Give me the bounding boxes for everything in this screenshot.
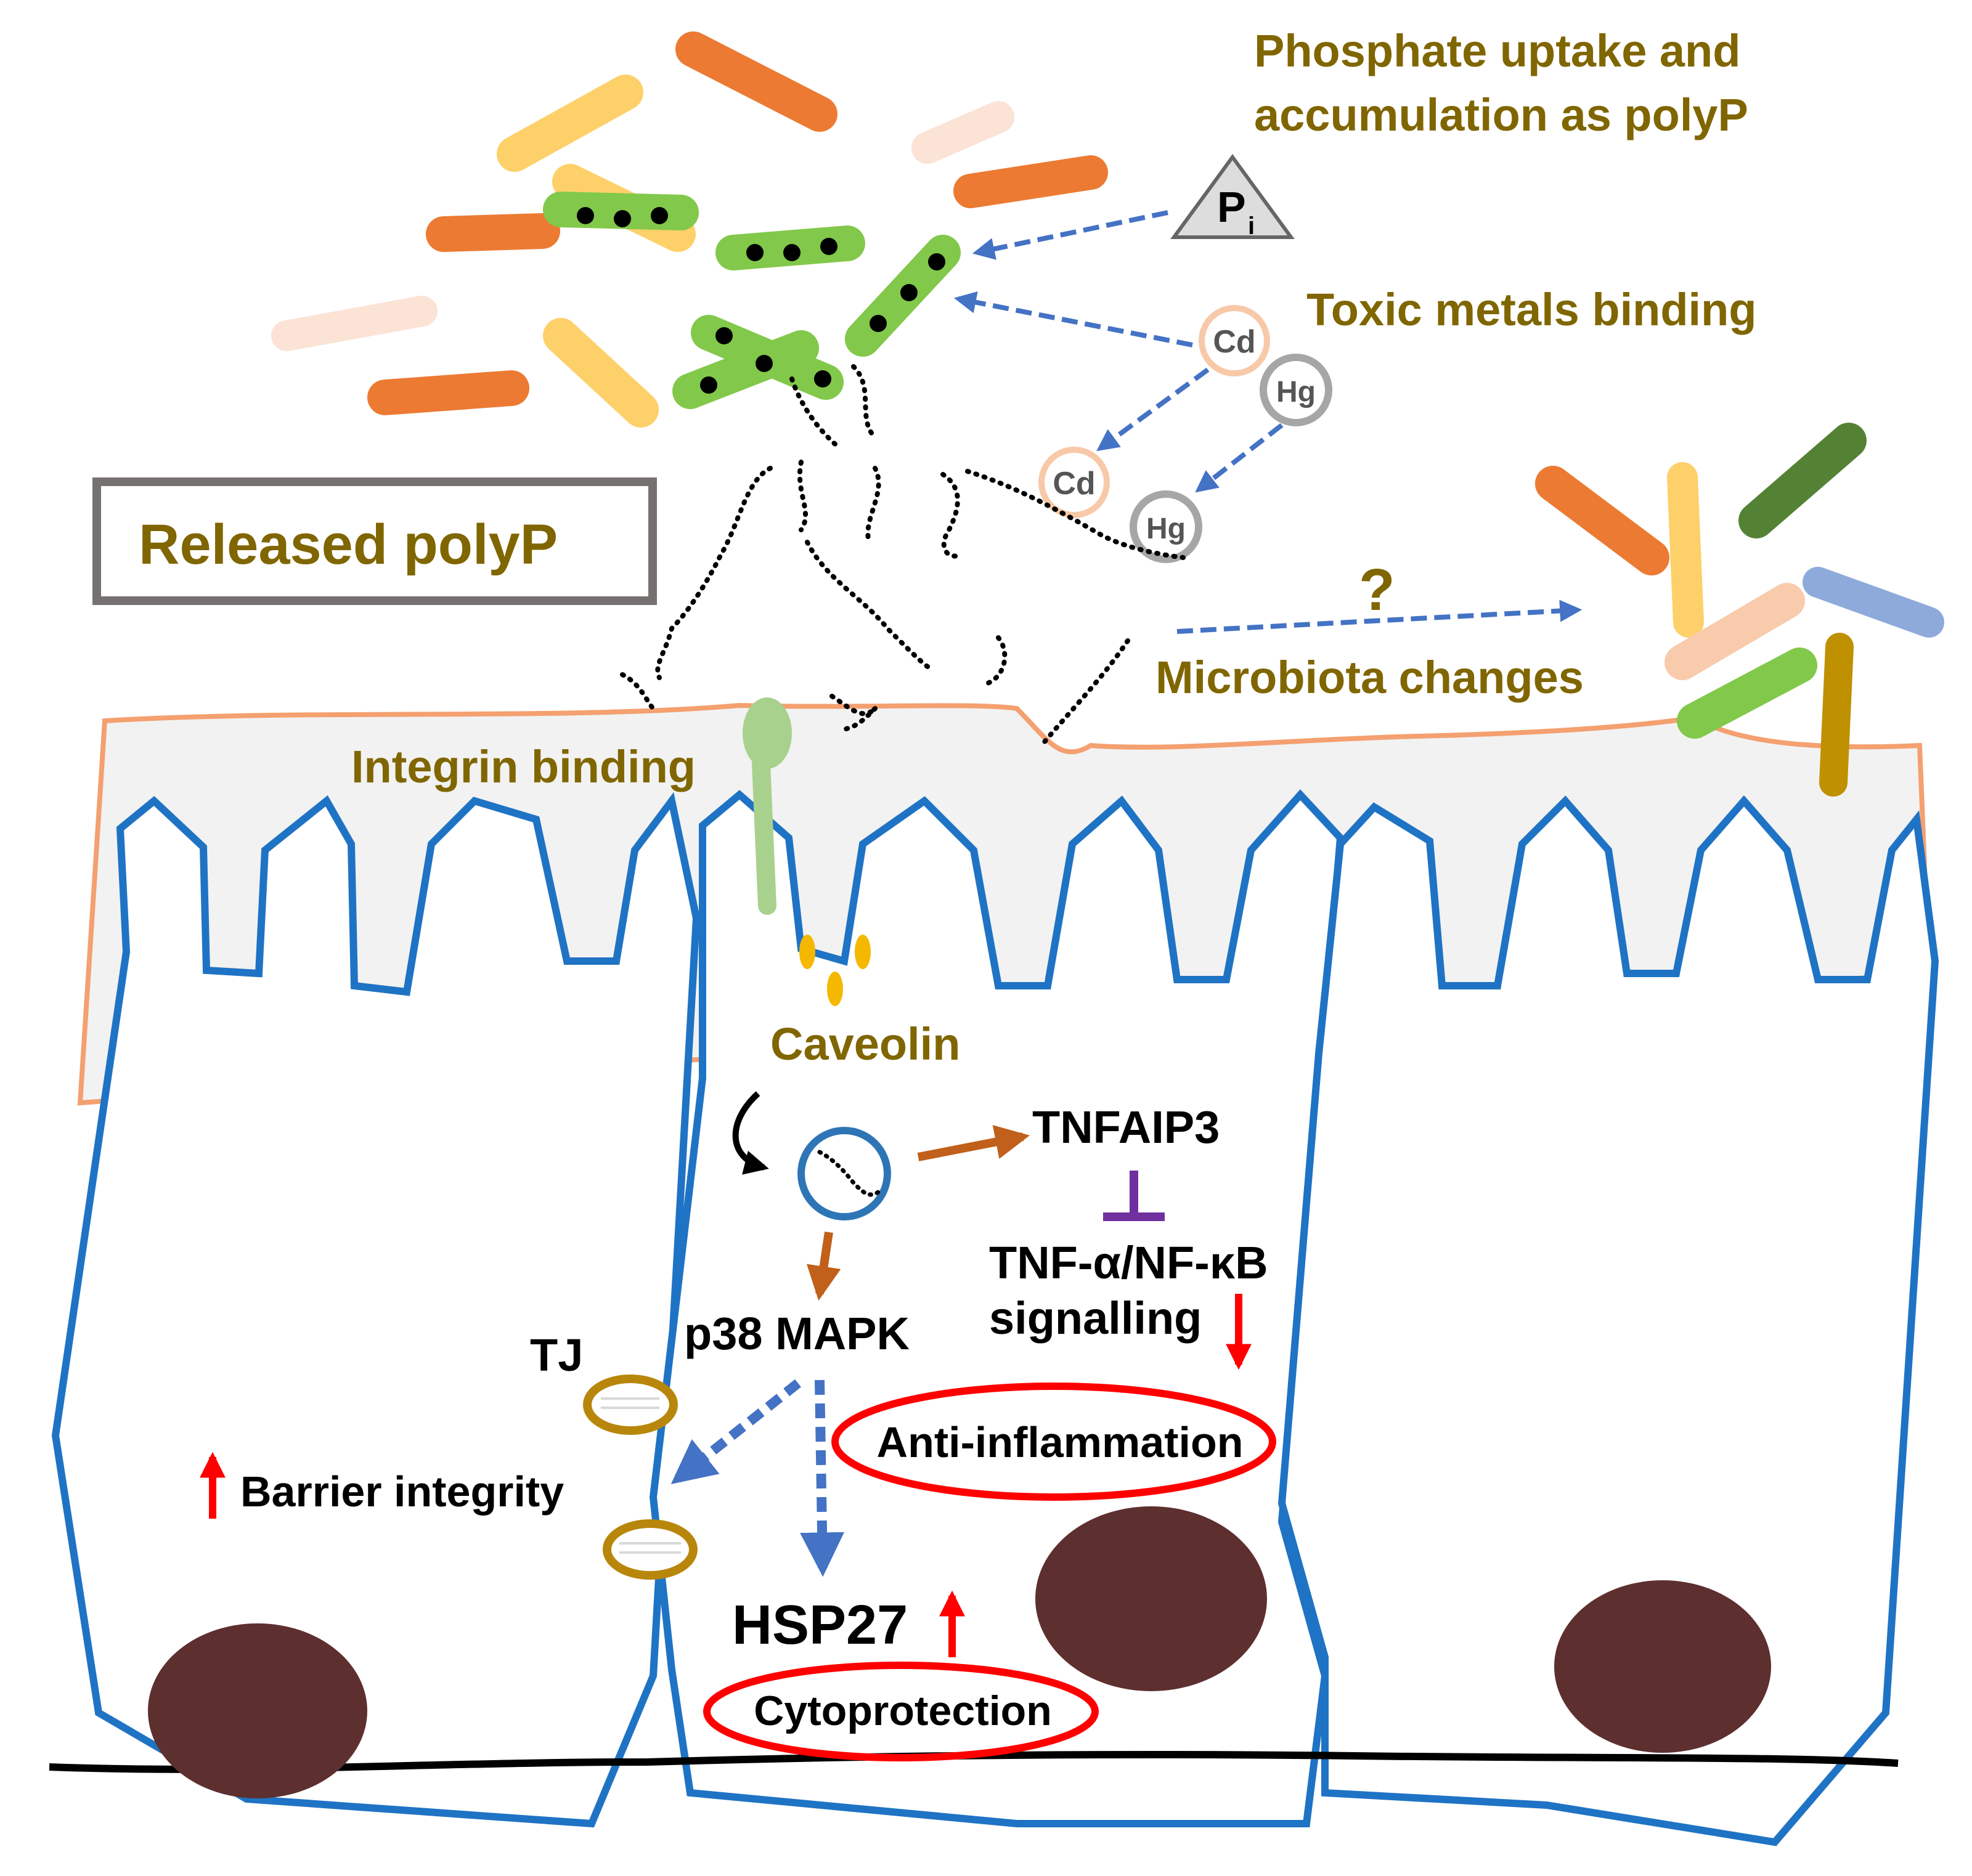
- microbiota-arrow: [1176, 599, 1583, 634]
- caveolin-label: Caveolin: [770, 1018, 960, 1070]
- tnfaip3-label: TNFAIP3: [1032, 1102, 1220, 1153]
- integrin-binding-label: Integrin binding: [351, 741, 696, 792]
- anti-inflammation-label: Anti-inflammation: [877, 1418, 1244, 1466]
- anti-inflammation-oval: [831, 1383, 1276, 1501]
- barrier-integrity-label: Barrier integrity: [240, 1468, 564, 1516]
- arrow-to-tight-junction: [670, 1379, 801, 1484]
- inhibition-symbol: [1103, 1171, 1165, 1221]
- nucleus-middle: [1035, 1506, 1267, 1691]
- polyp-accumulating-bacteria: [543, 192, 961, 409]
- gut-bacteria: [271, 31, 1108, 428]
- arrow-to-p38: [806, 1231, 841, 1301]
- polyp-chains: [620, 364, 1186, 748]
- pi-subscript: i: [1248, 213, 1255, 240]
- svg-text:Hg: Hg: [1146, 513, 1186, 545]
- cadmium-ion-bound: Cd: [1038, 447, 1110, 518]
- epithelial-cell-left: [51, 792, 701, 1828]
- p38-mapk-label: p38 MAPK: [684, 1308, 910, 1359]
- tnf-signalling-label-line1: TNF-α/NF-κB: [989, 1237, 1268, 1288]
- arrow-to-hsp27: [800, 1379, 845, 1577]
- caveolin-proteins: [799, 935, 871, 1006]
- tj-label: TJ: [530, 1330, 583, 1381]
- phosphate-uptake-label-line2: accumulation as polyP: [1254, 89, 1748, 140]
- integrin-receptor: [743, 697, 792, 915]
- nucleus-left: [148, 1623, 367, 1798]
- uptake-arrows: [953, 210, 1284, 493]
- svg-text:Cd: Cd: [1213, 324, 1255, 360]
- endosome: [797, 1127, 891, 1220]
- cytoprotection-label: Cytoprotection: [754, 1687, 1052, 1734]
- tight-junctions: [583, 1375, 698, 1580]
- microbiota-question-mark: ?: [1359, 557, 1395, 623]
- released-polyp-box: Released polyP: [92, 477, 657, 605]
- arrow-to-tnfaip3: [917, 1125, 1030, 1161]
- endocytosis-arrow: [732, 1091, 769, 1175]
- altered-microbiota: [1535, 423, 1944, 797]
- svg-text:Released polyP: Released polyP: [139, 513, 558, 576]
- epithelial-cell-right: [1277, 795, 1939, 1846]
- phosphate-uptake-label-line1: Phosphate uptake and: [1254, 25, 1740, 76]
- nucleus-right: [1554, 1580, 1771, 1753]
- mercury-ion-free: Hg: [1260, 354, 1332, 426]
- microbiota-changes-label: Microbiota changes: [1155, 652, 1584, 703]
- hsp27-label: HSP27: [732, 1594, 908, 1656]
- toxic-metals-label: Toxic metals binding: [1306, 284, 1757, 335]
- cadmium-ion-free: Cd: [1199, 305, 1270, 376]
- mercury-ion-bound: Hg: [1130, 490, 1202, 563]
- phosphate-pi-triangle: P i: [1170, 153, 1295, 240]
- pi-symbol: P: [1217, 183, 1246, 231]
- tnf-signalling-label-line2: signalling: [989, 1293, 1202, 1344]
- svg-text:Hg: Hg: [1276, 376, 1316, 408]
- svg-text:Cd: Cd: [1053, 466, 1095, 501]
- cytoprotection-oval: [703, 1662, 1099, 1761]
